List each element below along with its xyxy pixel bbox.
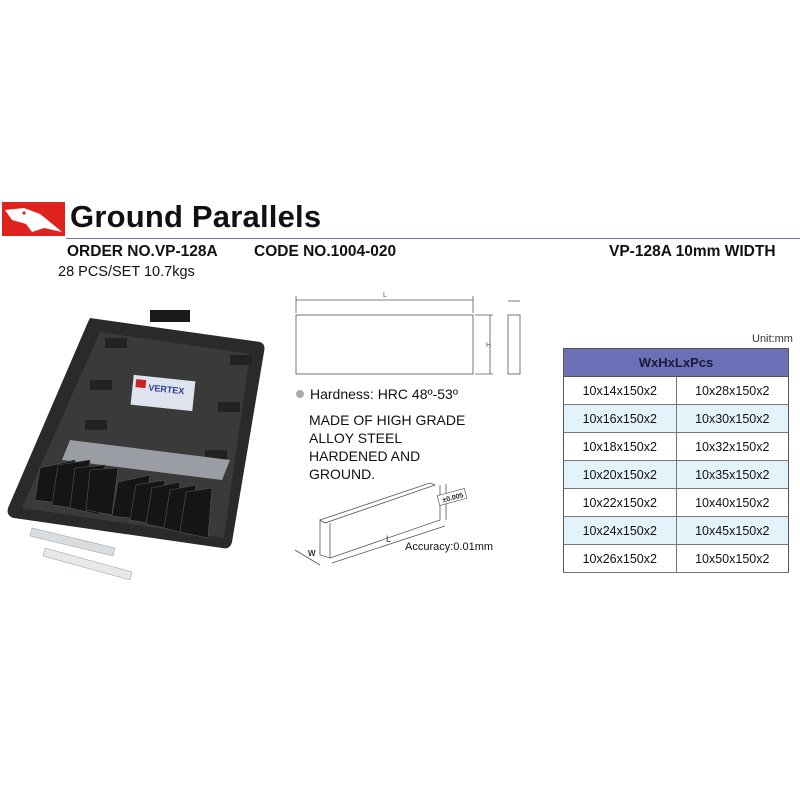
description-line: ALLOY STEEL [309,430,403,446]
table-cell: 10x28x150x2 [676,376,789,405]
table-cell: 10x22x150x2 [563,488,677,517]
set-info: 28 PCS/SET 10.7kgs [58,264,195,280]
table-cell: 10x14x150x2 [563,376,677,405]
hardness-spec: Hardness: HRC 48º-53º [296,386,458,402]
code-number: CODE NO.1004-020 [254,243,397,260]
page-title: Ground Parallels [70,199,322,234]
dimension-drawing: L H L W ±0.005 [294,292,521,566]
description-line: HARDENED AND [309,448,421,464]
title-rule [66,238,800,239]
length-label: L [383,292,387,299]
width-label-3d: W [308,549,316,558]
table-cell: 10x16x150x2 [563,404,677,433]
table-cell: 10x18x150x2 [563,432,677,461]
case-brand-label: VERTEX [148,382,185,396]
table-header: WxHxLxPcs [563,348,789,377]
height-label: H [486,342,491,349]
order-number: ORDER NO.VP-128A [67,243,218,260]
bullet-icon [296,390,304,398]
product-case-image: VERTEX [7,310,265,581]
table-cell: 10x20x150x2 [563,460,677,489]
table-cell: 10x30x150x2 [676,404,789,433]
unit-label: Unit:mm [752,333,793,345]
description-line: MADE OF HIGH GRADE [309,412,466,428]
material-description: MADE OF HIGH GRADE ALLOY STEEL HARDENED … [309,411,509,483]
hardness-text: Hardness: HRC 48º-53º [310,386,458,402]
description-line: GROUND. [309,466,376,482]
table-cell: 10x50x150x2 [676,544,789,573]
length-label-3d: L [386,534,391,544]
accuracy-label: Accuracy:0.01mm [405,541,494,553]
table-cell: 10x35x150x2 [676,460,789,489]
table-cell: 10x24x150x2 [563,516,677,545]
table-cell: 10x40x150x2 [676,488,789,517]
table-cell: 10x32x150x2 [676,432,789,461]
width-label: VP-128A 10mm WIDTH [609,243,776,260]
eagle-logo-icon [2,202,65,236]
table-cell: 10x26x150x2 [563,544,677,573]
table-cell: 10x45x150x2 [676,516,789,545]
